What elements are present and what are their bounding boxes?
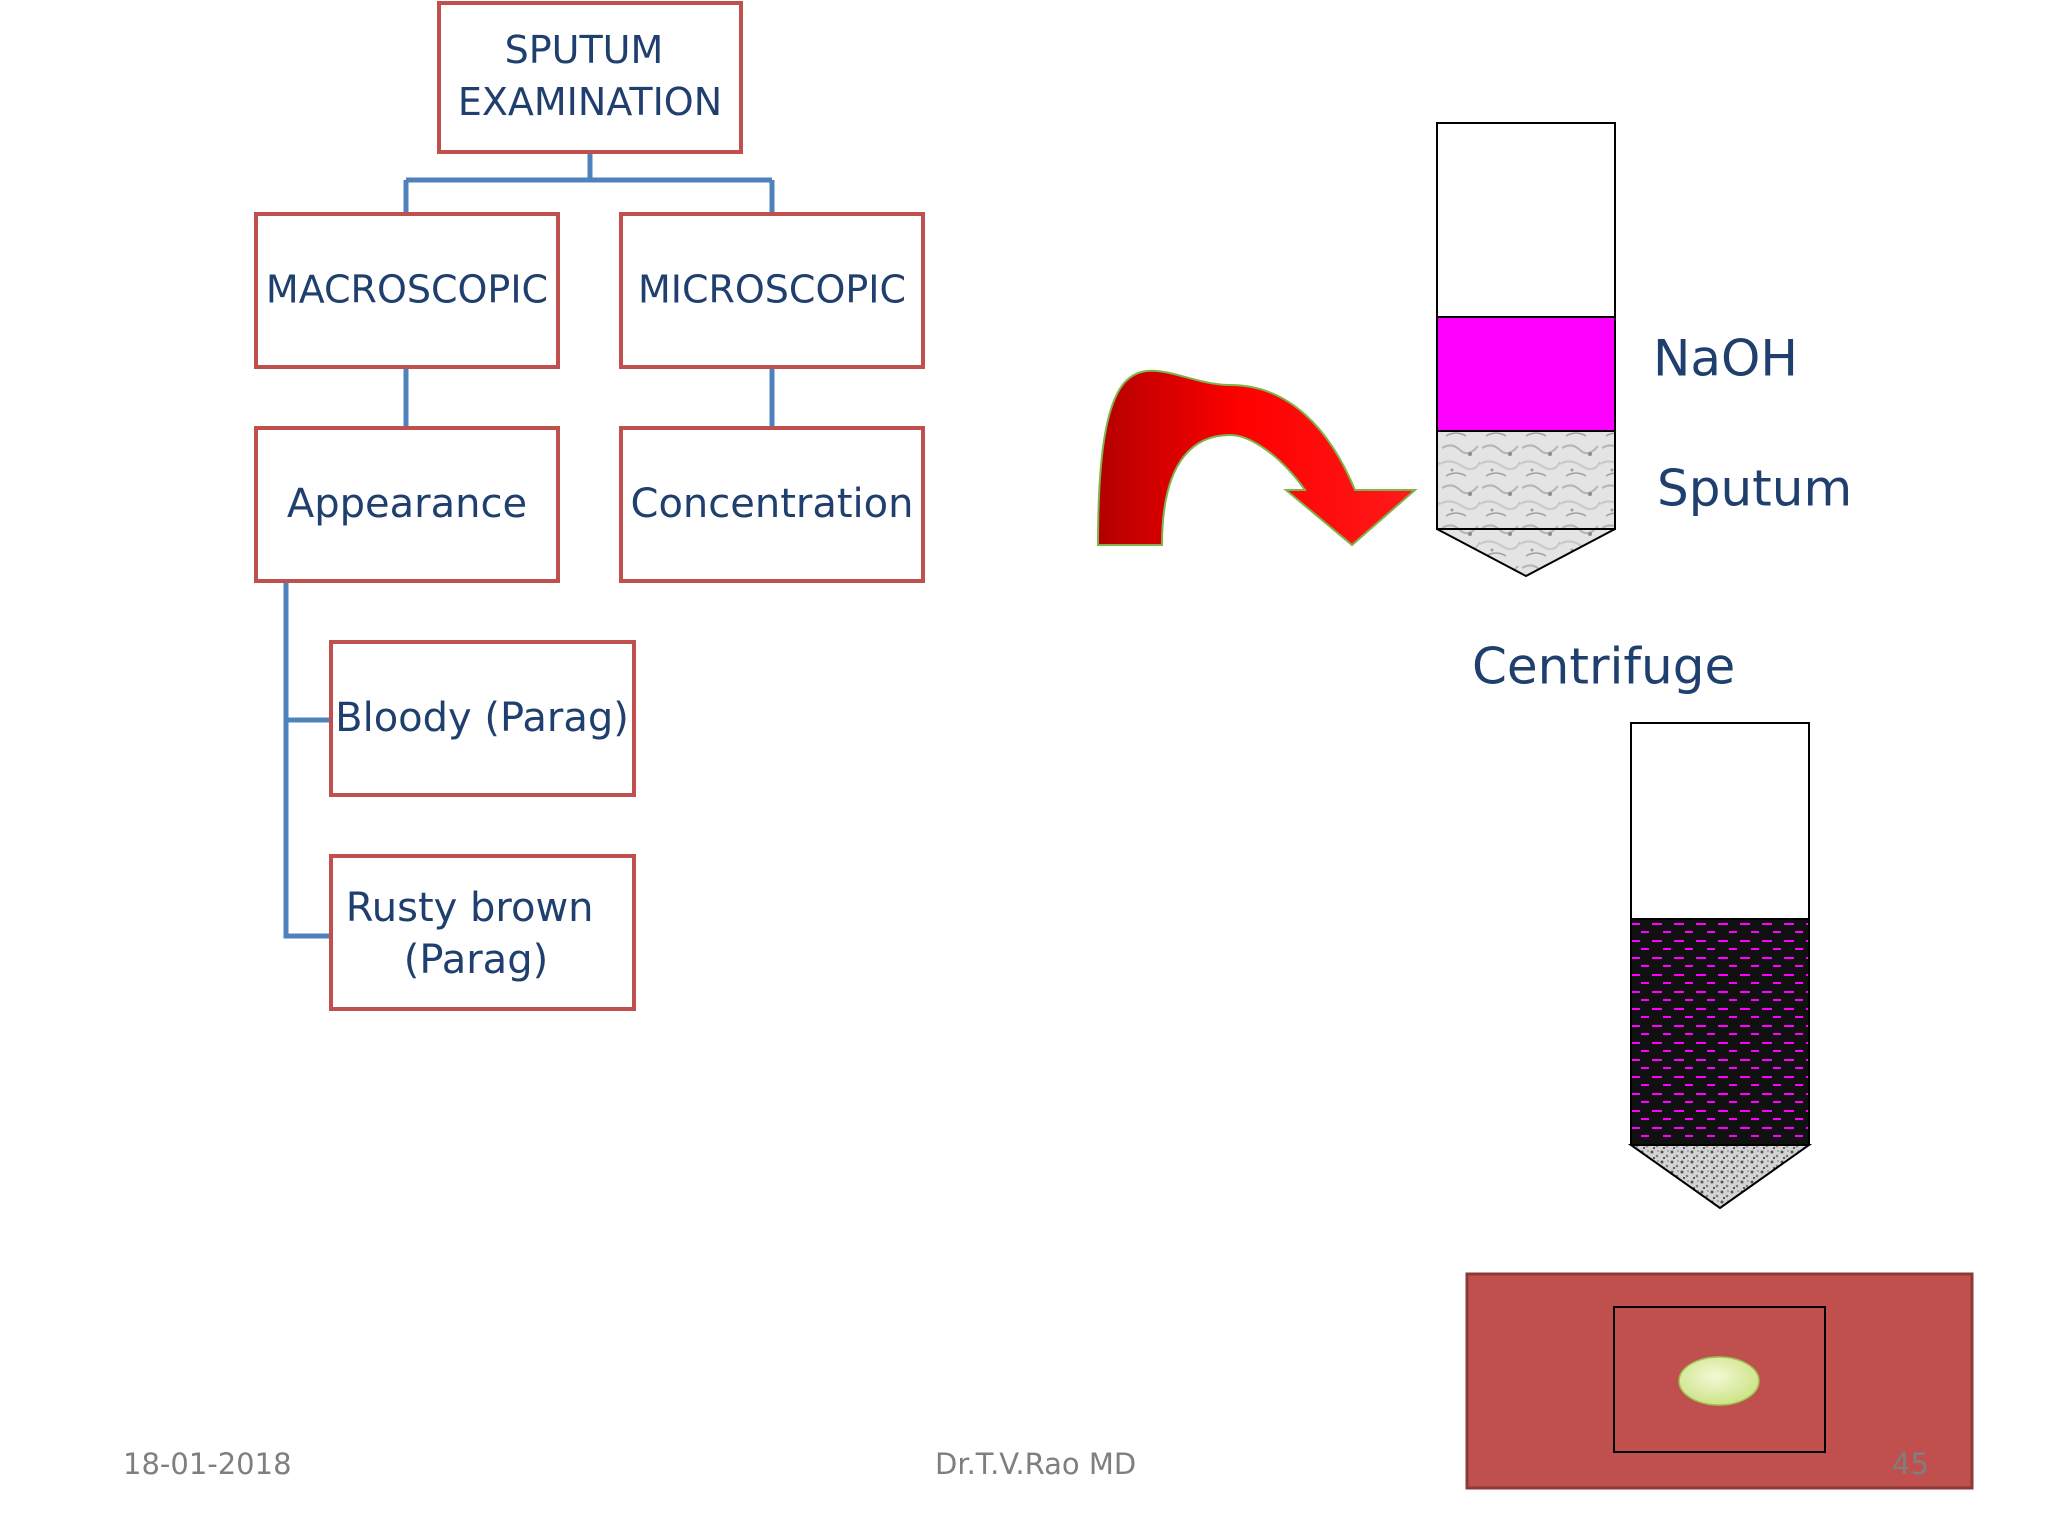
microscopic-box <box>619 212 925 369</box>
rusty-label: Rusty brown (Parag) <box>346 885 606 983</box>
tube1-naoh-layer <box>1436 316 1616 432</box>
rusty-node: Rusty brown (Parag) <box>329 854 636 1011</box>
tube1-sputum-layer <box>1436 430 1616 530</box>
appearance-node: Appearance <box>254 426 560 583</box>
macroscopic-box <box>254 212 560 369</box>
tube2-supernatant-layer <box>1630 918 1810 1146</box>
root-label-line2: EXAMINATION <box>458 80 722 124</box>
tube-naoh-sputum <box>1436 122 1616 578</box>
root-node: SPUTUM EXAMINATION <box>437 1 743 154</box>
connector-appearance-children <box>283 582 330 939</box>
concentration-box <box>619 426 925 583</box>
macroscopic-label: MACROSCOPIC <box>266 268 548 312</box>
root-label-line1: SPUTUM <box>505 28 664 72</box>
microscopic-node: MICROSCOPIC <box>619 212 925 369</box>
bloody-label: Bloody (Parag) <box>335 695 629 741</box>
tube1-empty-section <box>1436 122 1616 318</box>
rusty-label-line1: Rusty brown <box>346 885 594 931</box>
concentration-label: Concentration <box>631 481 914 527</box>
centrifuge-label: Centrifuge <box>1472 638 1735 696</box>
curved-arrow <box>1096 369 1418 547</box>
sputum-smear <box>1678 1356 1760 1406</box>
rusty-label-line2: (Parag) <box>404 937 548 983</box>
root-box <box>437 1 743 154</box>
bloody-node: Bloody (Parag) <box>329 640 636 797</box>
microscopic-label: MICROSCOPIC <box>638 268 906 312</box>
sputum-label: Sputum <box>1657 460 1852 518</box>
footer-date: 18-01-2018 <box>123 1447 292 1481</box>
tube2-empty-section <box>1630 722 1810 920</box>
macroscopic-node: MACROSCOPIC <box>254 212 560 369</box>
appearance-label: Appearance <box>287 481 527 527</box>
tube2-sediment-tip <box>1627 1144 1813 1210</box>
microscope-slide <box>1465 1272 1974 1490</box>
bloody-box <box>329 640 636 797</box>
appearance-box <box>254 426 560 583</box>
tube-centrifuged <box>1627 722 1813 1210</box>
tree-connectors <box>283 152 775 939</box>
naoh-label: NaOH <box>1653 330 1798 388</box>
root-label: SPUTUM EXAMINATION <box>458 28 722 124</box>
slide-coverslip-frame <box>1613 1306 1826 1453</box>
footer-page-number: 45 <box>1892 1447 1929 1481</box>
concentration-node: Concentration <box>619 426 925 583</box>
connector-root-branches <box>403 152 775 214</box>
rusty-box <box>329 854 636 1011</box>
tube1-tip <box>1436 528 1616 578</box>
footer-author: Dr.T.V.Rao MD <box>935 1447 1136 1481</box>
